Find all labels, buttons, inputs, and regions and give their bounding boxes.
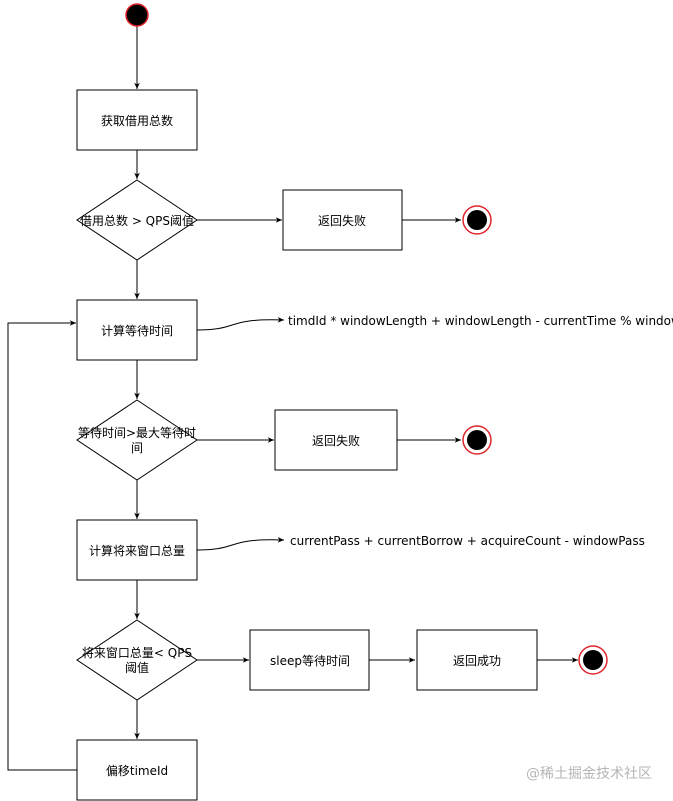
end-node-1	[462, 205, 492, 235]
node-calc-wait-label: 计算等待时间	[101, 323, 173, 338]
node-check-wait-label-line1: 等待时间>最大等待时	[78, 426, 196, 440]
start-node	[125, 3, 149, 27]
node-check-future-label-line2: 阈值	[125, 660, 149, 675]
end-node-2	[462, 425, 492, 455]
node-return-fail-2: 返回失败	[274, 409, 398, 471]
node-sleep-wait-label: sleep等待时间	[270, 654, 350, 668]
node-return-success: 返回成功	[416, 629, 538, 691]
node-check-wait: 等待时间>最大等待时 间	[76, 399, 198, 481]
node-return-fail-2-label: 返回失败	[312, 433, 360, 448]
edge-offset-loop-back	[7, 320, 77, 771]
note-wait-formula: timdId * windowLength + windowLength - c…	[288, 314, 673, 328]
watermark: @稀土掘金技术社区	[526, 766, 652, 782]
node-return-fail-1: 返回失败	[282, 189, 403, 251]
node-check-future-label-line1: 将来窗口总量< QPS	[82, 646, 192, 660]
node-calc-future-label: 计算将来窗口总量	[89, 543, 185, 558]
node-offset-timeid: 偏移timeId	[76, 739, 198, 801]
node-check-qps: 借用总数 > QPS阈值	[76, 179, 198, 261]
node-sleep-wait: sleep等待时间	[249, 629, 370, 691]
node-return-success-label: 返回成功	[453, 654, 501, 668]
node-get-total-label: 获取借用总数	[101, 113, 173, 128]
note-future-formula: currentPass + currentBorrow + acquireCou…	[290, 534, 645, 548]
node-calc-wait: 计算等待时间	[76, 299, 198, 361]
edge-calc-wait-to-note	[196, 316, 285, 331]
node-check-qps-label: 借用总数 > QPS阈值	[80, 213, 194, 228]
edges	[7, 26, 578, 771]
end-node-3	[578, 645, 608, 675]
node-return-fail-1-label: 返回失败	[318, 213, 366, 228]
node-check-wait-label-line2: 间	[131, 441, 143, 455]
node-check-future: 将来窗口总量< QPS 阈值	[76, 619, 198, 701]
node-offset-timeid-label: 偏移timeId	[106, 763, 168, 778]
edge-calc-future-to-note	[196, 536, 285, 551]
node-get-total: 获取借用总数	[76, 89, 198, 151]
node-calc-future: 计算将来窗口总量	[76, 519, 198, 581]
